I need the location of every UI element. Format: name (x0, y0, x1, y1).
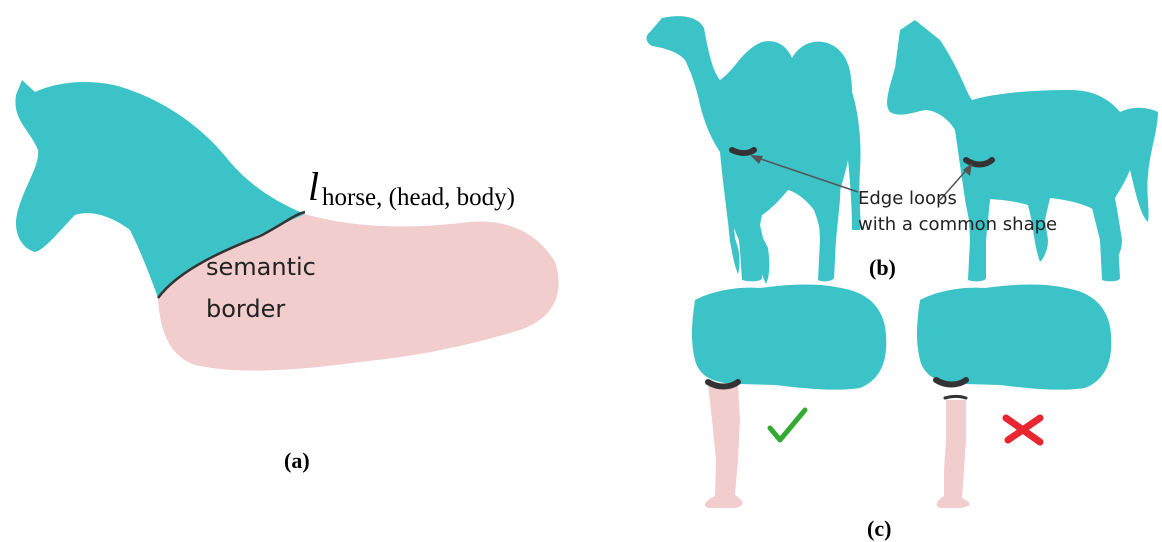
body-block-right (917, 285, 1111, 390)
panel-c: (c) (692, 285, 1111, 542)
camel-hind-leg (818, 150, 842, 281)
cross-icon (1006, 418, 1040, 442)
caption-a: (a) (284, 448, 310, 473)
edge-loop-right-bottom (945, 397, 966, 399)
annotation-common-shape: with a common shape (858, 214, 1057, 235)
label-symbol: l (308, 164, 319, 209)
panel-a: l horse, (head, body) semantic border (a… (15, 80, 558, 473)
annotation-edge-loops: Edge loops (858, 188, 957, 209)
leg-pink-left (705, 384, 743, 508)
annotation-semantic: semantic (206, 253, 316, 281)
annotation-border: border (206, 295, 285, 323)
camel-edge-loop (732, 150, 754, 153)
panel-b: Edge loops with a common shape (b) (646, 16, 1158, 284)
leg-pink-right (937, 400, 970, 508)
caption-b: (b) (869, 255, 896, 280)
label-subscript: horse, (head, body) (322, 184, 515, 211)
check-icon (770, 410, 805, 440)
body-block-left (692, 285, 886, 390)
caption-c: (c) (867, 516, 891, 541)
